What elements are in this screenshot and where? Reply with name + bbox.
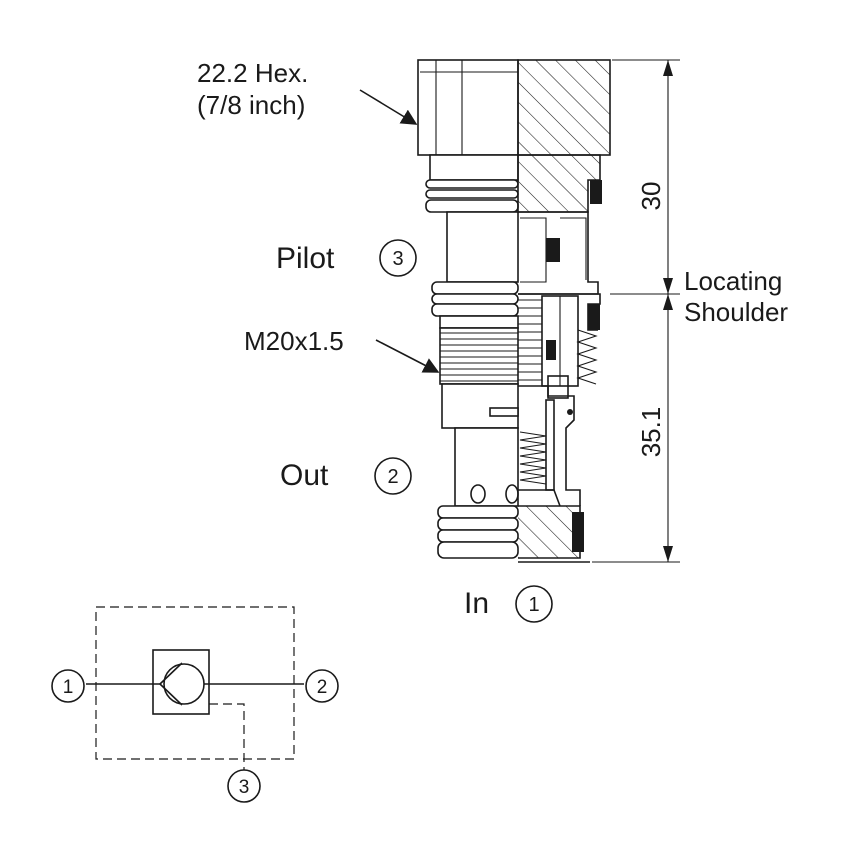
in-port-number: 1	[528, 594, 539, 616]
hex-head	[417, 59, 519, 156]
pilot-label: Pilot	[276, 242, 335, 275]
in-label: In	[464, 587, 489, 620]
dimension-upper-value: 30	[636, 182, 666, 211]
schematic-port-2: 2	[317, 677, 328, 698]
hex-label-line2: (7/8 inch)	[197, 90, 305, 120]
hex-callout-arrow	[359, 89, 418, 125]
schematic-envelope	[95, 606, 295, 760]
check-valve-ball	[163, 663, 205, 705]
in-port-circle	[515, 585, 553, 623]
schematic-port-2-circle	[305, 669, 339, 703]
shoulder-label-line2: Shoulder	[684, 297, 788, 327]
dimension-lower-value: 35.1	[636, 407, 666, 458]
out-port-number: 2	[387, 466, 398, 488]
out-port-circle	[374, 457, 412, 495]
pilot-port-circle	[379, 239, 417, 277]
thread-section	[439, 327, 519, 385]
schematic-port-3-circle	[227, 769, 261, 803]
dimension-lines	[592, 59, 680, 563]
shoulder-label-line1: Locating	[684, 266, 782, 296]
schematic-pilot-line	[209, 703, 245, 770]
thread-callout-arrow	[375, 339, 440, 373]
out-label: Out	[280, 459, 329, 492]
hex-label-line1: 22.2 Hex.	[197, 58, 308, 88]
out-section	[454, 427, 519, 507]
schematic-port-1: 1	[63, 677, 74, 698]
cartridge-exterior	[417, 59, 519, 559]
hydraulic-schematic	[86, 606, 304, 770]
schematic-port-1-circle	[51, 669, 85, 703]
cartridge-section	[517, 59, 611, 563]
pilot-port-number: 3	[392, 248, 403, 270]
check-valve-seat	[159, 662, 183, 706]
schematic-port-3: 3	[239, 777, 250, 798]
thread-label: M20x1.5	[244, 326, 344, 356]
pilot-section	[446, 211, 519, 283]
